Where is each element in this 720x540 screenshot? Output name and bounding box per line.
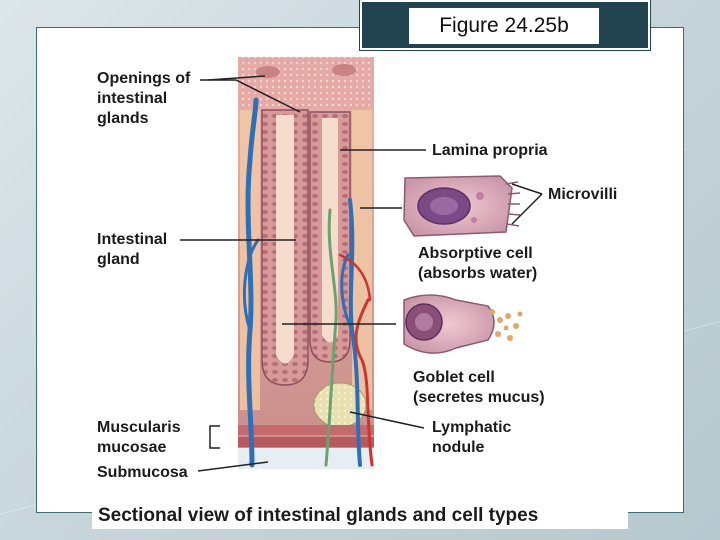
figure-caption: Sectional view of intestinal glands and … [92,503,628,529]
label-submucosa: Submucosa [97,464,188,481]
blood-vessels [242,97,374,468]
label-openings: Openings of intestinal glands [97,70,191,127]
label-lamina-propria: Lamina propria [432,142,548,159]
label-lymphatic-nodule: Lymphatic nodule [432,419,512,456]
label-microvilli: Microvilli [548,186,618,203]
figure-title-box: Figure 24.25b [359,0,651,51]
figure-title: Figure 24.25b [409,8,599,44]
label-intestinal-gland: Intestinal gland [97,231,168,268]
gland-crypts [261,109,351,386]
label-goblet-cell: Goblet cell (secretes mucus) [413,369,545,406]
label-muscularis-mucosae: Muscularis mucosae [97,419,181,456]
tissue-block [238,57,374,469]
leader-lines [180,75,543,472]
absorptive-cell [403,175,521,237]
label-absorptive-cell: Absorptive cell (absorbs water) [418,245,538,282]
goblet-cell [403,294,523,354]
